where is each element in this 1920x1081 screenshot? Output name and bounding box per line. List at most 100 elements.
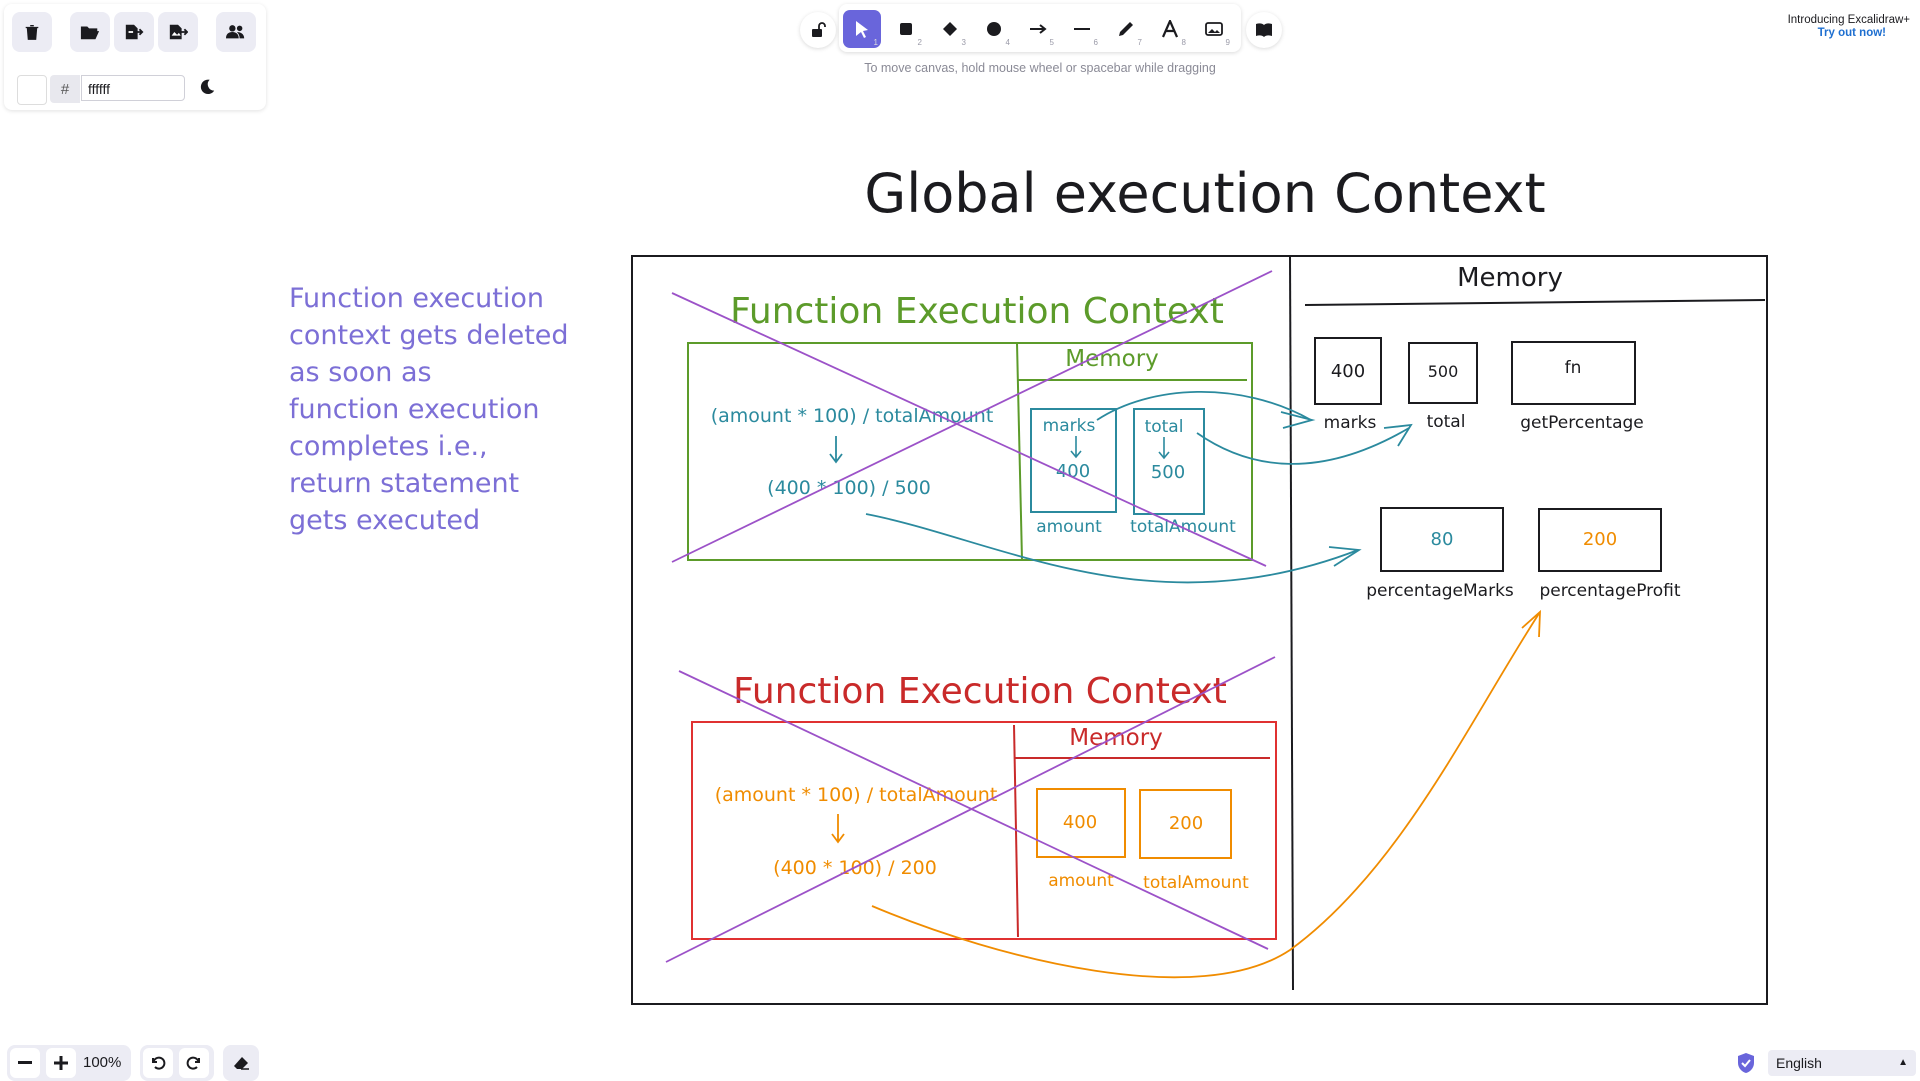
- eraser-button[interactable]: [223, 1045, 259, 1081]
- fec1-memory-box-totalamount: [1133, 408, 1205, 515]
- shapes-toolbar: 1 2 3 4 5 6 7 8 9: [839, 4, 1241, 52]
- redo-button[interactable]: [179, 1048, 209, 1078]
- shield-check-icon[interactable]: [1737, 1052, 1755, 1074]
- export-image-button[interactable]: [158, 12, 198, 52]
- line-tool[interactable]: 6: [1063, 10, 1101, 48]
- live-collaboration-button[interactable]: [216, 12, 256, 52]
- canvas-menu-panel: # ffffff: [4, 4, 266, 110]
- line-icon: [1074, 28, 1090, 30]
- clear-canvas-button[interactable]: [12, 12, 52, 52]
- note-line: context gets deleted: [289, 320, 569, 351]
- memory-value: fn: [1565, 358, 1582, 378]
- save-file-button[interactable]: [114, 12, 154, 52]
- canvas-background-hex-input[interactable]: ffffff: [81, 75, 185, 101]
- zoom-level[interactable]: 100%: [83, 1054, 122, 1071]
- fec2-box: [691, 721, 1277, 940]
- fec2-title: Function Execution Context: [733, 671, 1227, 712]
- fec1-memory-box-amount: [1030, 408, 1117, 513]
- memory-box-percentageprofit: [1538, 508, 1662, 572]
- plus-icon: [54, 1056, 68, 1070]
- moon-icon: [200, 79, 215, 95]
- fec1-box-top: total: [1145, 417, 1184, 437]
- arrow-icon: [1030, 24, 1047, 34]
- canvas-background-swatch[interactable]: [17, 75, 47, 105]
- fec1-box-top: marks: [1043, 416, 1096, 436]
- memory-box-percentagemarks: [1380, 507, 1504, 572]
- users-icon: [226, 25, 245, 39]
- cross-out-line: [671, 292, 1267, 567]
- language-select[interactable]: English ▲: [1768, 1050, 1916, 1076]
- minus-icon: [18, 1061, 32, 1064]
- text-icon: [1162, 20, 1178, 38]
- fec1-expr2: (400 * 100) / 500: [767, 477, 931, 499]
- fec1-box-value: 400: [1056, 461, 1090, 482]
- memory-box-marks: [1314, 337, 1382, 405]
- zoom-in-button[interactable]: [46, 1048, 76, 1078]
- shortcut-number: 8: [1181, 38, 1186, 47]
- cross-out-line: [665, 656, 1276, 963]
- export-image-icon: [169, 24, 188, 40]
- library-button[interactable]: [1246, 12, 1282, 48]
- shortcut-number: 1: [873, 38, 878, 47]
- selection-tool[interactable]: 1: [843, 10, 881, 48]
- rectangle-tool[interactable]: 2: [887, 10, 925, 48]
- fec1-box-label: totalAmount: [1130, 517, 1236, 537]
- arrowhead: [1521, 609, 1541, 638]
- memory-value: 500: [1428, 362, 1459, 381]
- canvas-hint: To move canvas, hold mouse wheel or spac…: [864, 61, 1216, 75]
- fec2-box-value: 200: [1169, 813, 1203, 834]
- shortcut-number: 5: [1049, 38, 1054, 47]
- folder-open-icon: [80, 26, 100, 40]
- image-tool[interactable]: 9: [1195, 10, 1233, 48]
- ellipse-icon: [987, 22, 1001, 36]
- arrow-tool[interactable]: 5: [1019, 10, 1057, 48]
- memory-box-getpercentage: [1511, 341, 1636, 405]
- gec-box: [631, 255, 1768, 1005]
- memory-label: percentageMarks: [1366, 581, 1514, 601]
- unlock-icon: [812, 22, 826, 37]
- note-text: Function execution context gets deleted …: [289, 283, 569, 536]
- lock-tool-button[interactable]: [800, 12, 836, 48]
- memory-label: total: [1427, 412, 1466, 432]
- diamond-tool[interactable]: 3: [931, 10, 969, 48]
- caret-up-icon: ▲: [1898, 1057, 1908, 1068]
- open-file-button[interactable]: [70, 12, 110, 52]
- fec2-expr2: (400 * 100) / 200: [773, 857, 937, 879]
- memory-label: getPercentage: [1520, 413, 1644, 433]
- note-line: completes i.e.,: [289, 431, 488, 462]
- zoom-out-button[interactable]: [10, 1048, 40, 1078]
- note-line: as soon as: [289, 357, 432, 388]
- promo-link[interactable]: Try out now!: [1817, 27, 1886, 39]
- cross-out-line: [671, 270, 1273, 563]
- dark-mode-toggle[interactable]: [198, 78, 216, 102]
- hex-prefix: #: [50, 75, 80, 103]
- arrow-result-to-percentagemarks: [865, 513, 1359, 584]
- fec1-memory-title: Memory: [1065, 346, 1159, 372]
- image-icon: [1205, 22, 1223, 36]
- promo-title: Introducing Excalidraw+: [1787, 14, 1910, 26]
- zoom-controls: 100%: [7, 1045, 131, 1081]
- fec2-box-value: 400: [1063, 812, 1097, 833]
- down-arrow: [829, 436, 843, 464]
- memory-label: marks: [1324, 413, 1377, 433]
- cross-out-line: [678, 670, 1269, 950]
- memory-value: 80: [1431, 529, 1454, 550]
- draw-tool[interactable]: 7: [1107, 10, 1145, 48]
- down-arrow: [1158, 437, 1170, 460]
- memory-label: percentageProfit: [1539, 581, 1680, 601]
- undo-button[interactable]: [143, 1048, 173, 1078]
- shortcut-number: 6: [1093, 38, 1098, 47]
- gec-memory-title: Memory: [1457, 263, 1563, 293]
- ellipse-tool[interactable]: 4: [975, 10, 1013, 48]
- text-tool[interactable]: 8: [1151, 10, 1189, 48]
- shortcut-number: 9: [1225, 38, 1230, 47]
- memory-value: 400: [1331, 361, 1365, 382]
- pointer-icon: [856, 21, 868, 38]
- history-controls: [140, 1045, 214, 1081]
- fec1-divider: [1016, 342, 1023, 561]
- note-line: function execution: [289, 394, 539, 425]
- fec1-expr1: (amount * 100) / totalAmount: [711, 405, 994, 427]
- shortcut-number: 2: [917, 38, 922, 47]
- trash-icon: [25, 25, 39, 40]
- shortcut-number: 7: [1137, 38, 1142, 47]
